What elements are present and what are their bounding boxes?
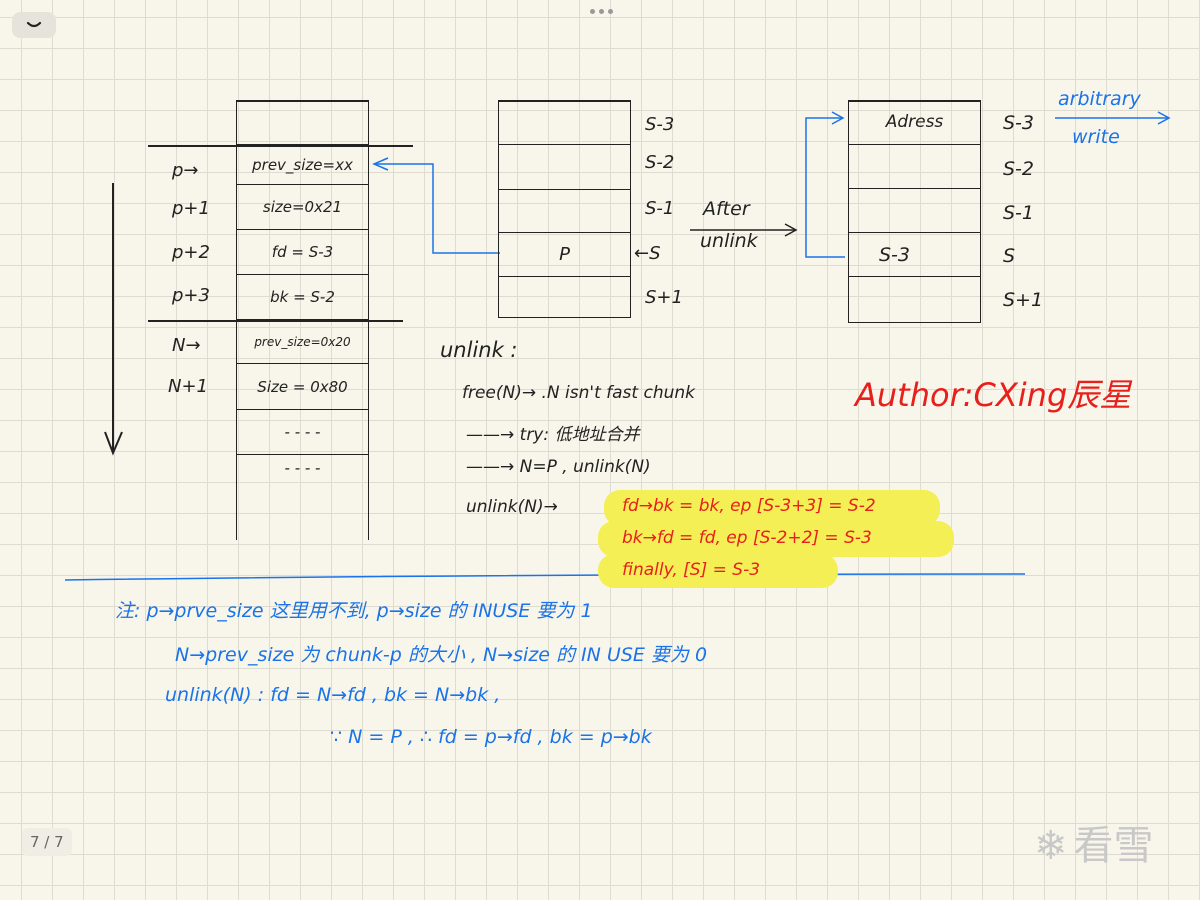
table-cell: size=0x21 — [236, 185, 369, 230]
label-s: ←S — [634, 243, 661, 264]
arbitrary-label: arbitrary — [1058, 88, 1141, 110]
ellipsis-icon[interactable] — [588, 6, 614, 16]
footnote-line: unlink(N) : fd = N→fd , bk = N→bk , — [165, 684, 501, 706]
highlighted-line: finally, [S] = S-3 — [622, 560, 761, 580]
snowflake-icon: ❄ — [1034, 823, 1068, 869]
page-indicator: 7 / 7 — [22, 828, 72, 856]
after-label: After — [703, 198, 750, 220]
write-arrow-icon — [1055, 111, 1171, 125]
table-cell: - - - - — [236, 410, 369, 455]
table-cell — [848, 145, 981, 189]
table-cell: P — [498, 233, 631, 277]
label-s-3: S-3 — [645, 114, 675, 135]
label-s-2: S-2 — [645, 152, 675, 173]
note-line: free(N)→ .N isn't fast chunk — [462, 383, 695, 403]
label-n: N→ — [172, 335, 201, 356]
note-line: ——→ try: 低地址合并 — [466, 425, 640, 445]
highlight — [598, 554, 838, 588]
label-p: p→ — [172, 160, 199, 181]
label-s-1: S-1 — [1003, 202, 1035, 224]
table-cell — [498, 190, 631, 233]
table-cell: Adress — [848, 100, 981, 145]
unlink-label: unlink — [700, 230, 758, 252]
highlighted-line: fd→bk = bk, ep [S-3+3] = S-2 — [622, 496, 876, 516]
table-cell: fd = S-3 — [236, 230, 369, 275]
footnote-line: 注: p→prve_size 这里用不到, p→size 的 INUSE 要为 … — [115, 600, 593, 622]
table-cell: S-3 — [848, 233, 981, 277]
table-cell: prev_size=xx — [236, 145, 369, 185]
table-cell — [498, 145, 631, 190]
note-line: ——→ N=P , unlink(N) — [466, 457, 651, 477]
watermark-logo: ❄ 看雪 — [1034, 823, 1154, 869]
highlight — [598, 521, 954, 557]
author-signature: Author:CXing辰星 — [855, 376, 1132, 414]
write-label: write — [1072, 126, 1120, 148]
table-cell — [498, 277, 631, 318]
divider-line — [64, 573, 1026, 581]
label-s1: S+1 — [645, 287, 683, 308]
collapse-button[interactable] — [12, 12, 56, 38]
after-arrow-icon — [690, 223, 798, 237]
table-cell — [236, 100, 369, 145]
footnote-line: ∵ N = P , ∴ fd = p→fd , bk = p→bk — [330, 726, 652, 748]
label-s-3: S-3 — [1003, 112, 1035, 134]
note-line: unlink(N)→ — [466, 497, 558, 517]
label-s-1: S-1 — [645, 198, 675, 219]
label-n1: N+1 — [168, 376, 208, 397]
label-p1: p+1 — [172, 198, 210, 219]
down-arrow-icon — [104, 183, 123, 456]
table-cell: bk = S-2 — [236, 275, 369, 320]
unlink-title: unlink : — [440, 338, 518, 362]
label-s1: S+1 — [1003, 289, 1044, 311]
pointer-connector-icon — [372, 157, 500, 254]
table-cell — [498, 100, 631, 145]
table-cell: prev_size=0x20 — [236, 320, 369, 364]
table-cell: Size = 0x80 — [236, 364, 369, 410]
bracket-connector-icon — [805, 111, 845, 258]
table-cell: - - - - — [236, 455, 369, 540]
highlight — [604, 490, 940, 526]
highlighted-line: bk→fd = fd, ep [S-2+2] = S-3 — [622, 528, 872, 548]
table-cell — [848, 189, 981, 233]
table-cell — [848, 277, 981, 323]
label-s-2: S-2 — [1003, 158, 1035, 180]
label-p3: p+3 — [172, 285, 210, 306]
label-s: S — [1003, 245, 1016, 267]
label-p2: p+2 — [172, 242, 210, 263]
footnote-line: N→prev_size 为 chunk-p 的大小 , N→size 的 IN … — [175, 644, 708, 666]
chevron-down-icon — [26, 21, 42, 28]
